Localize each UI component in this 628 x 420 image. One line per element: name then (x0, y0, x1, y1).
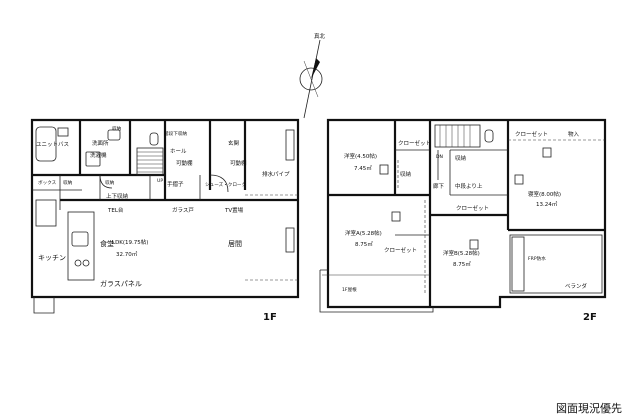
fridge (35, 199, 57, 227)
room-label-corridor: 廊下 (433, 182, 445, 190)
room-label-western-a-m2: 8.75㎡ (355, 240, 373, 248)
lower-roof-outline (319, 269, 434, 313)
room-label-loft: 物入 (568, 130, 580, 138)
room-label-under-stair: 階段下収納 (164, 130, 187, 137)
room-label-storage: 収納 (112, 125, 122, 132)
room-label-balcony-note: FRP防水 (528, 255, 546, 262)
balcony-drain (511, 236, 525, 292)
bathtub (35, 126, 57, 162)
north-arrow-icon (311, 58, 320, 79)
room-label-laundry: 洗濯機 (90, 151, 107, 159)
room-label-lower-roof: 1F屋根 (342, 286, 357, 293)
room-label-shoes: シューズ・クローク (205, 181, 246, 188)
room-label-closet: クローゼット (456, 204, 489, 212)
stove-burner (74, 259, 82, 267)
room-label-ldk-m2: 32.70㎡ (116, 250, 138, 258)
wash-basin (107, 129, 121, 141)
room-label-closet: クローゼット (398, 139, 431, 147)
room-label-living: 居間 (228, 240, 242, 248)
sliding-window (285, 227, 295, 253)
stair-up-label: UP (157, 178, 163, 184)
s-box-icon (514, 174, 524, 185)
room-label-hall: ホール (170, 148, 187, 155)
s-box-icon (542, 147, 552, 158)
room-label-western-c: 洋室(4.50帖) (344, 152, 377, 160)
room-label-master: 寝室(8.00帖) (528, 190, 561, 198)
room-label-storage: 収納 (455, 154, 467, 162)
second-floor-plan: 洋室(4.50帖) 7.45㎡ クローゼット クローゼット クローゼット クロー… (319, 118, 607, 323)
room-label-western-b-m2: 8.75㎡ (453, 260, 471, 268)
room-label-tv-board: TV置場 (224, 206, 244, 214)
room-label-storage: 収納 (400, 170, 412, 178)
s-box-icon (469, 239, 479, 250)
room-label-upper-storage: 上下収納 (106, 192, 129, 200)
room-label-movable-shelf: 可動棚 (230, 159, 247, 167)
stove-burner (82, 259, 90, 267)
room-label-closet: クローゼット (384, 246, 417, 254)
entry-step (33, 297, 55, 314)
compass-needle (303, 39, 321, 119)
toilet (484, 129, 494, 143)
room-label-washroom: 洗面所 (92, 139, 109, 147)
room-label-western-b: 洋室B(5.28帖) (443, 249, 480, 257)
room-label-balcony: ベランダ (565, 282, 588, 290)
room-label-kitchen: キッチン (38, 254, 66, 262)
room-label-entrance: 玄関 (228, 139, 240, 147)
second-floor-outer-wall (326, 118, 607, 309)
room-label-storage: 収納 (63, 179, 73, 186)
compass: 真北 (299, 32, 326, 119)
sliding-window (285, 129, 295, 161)
room-label-dining: 食堂 (100, 239, 114, 248)
room-label-western-c-m2: 7.45㎡ (354, 164, 372, 172)
s-box-icon (391, 211, 401, 222)
room-label-pantry: ボックス (38, 179, 57, 186)
kitchen-sink (71, 231, 89, 247)
room-label-glass-door: ガラス戸 (172, 206, 194, 214)
room-label-closet: クローゼット (515, 130, 548, 138)
compass-cross (303, 60, 319, 98)
compass-circle (299, 67, 323, 91)
room-label-handrail: 手摺子 (167, 180, 184, 188)
shower (57, 127, 69, 137)
compass-label: 真北 (314, 32, 326, 40)
floor-label-1f: 1F (263, 312, 277, 323)
footer-caption: 図面現況優先 (556, 402, 622, 415)
s-box-icon (379, 164, 389, 175)
stairs-1f (136, 147, 164, 200)
stair-down-label: DN (436, 154, 443, 160)
room-label-ldk-area: LDK(19.75帖) (112, 238, 148, 246)
door-swing (99, 174, 113, 189)
washing-machine (85, 151, 101, 167)
room-label-movable-shelf: 可動棚 (176, 159, 193, 167)
room-label-storage: 収納 (105, 179, 115, 186)
first-floor-plan: ユニットバス 洗面所 洗濯機 ホール 階段下収納 玄関 可動棚 可動棚 収納 収… (30, 118, 300, 323)
balcony-area (509, 234, 603, 294)
floor-label-2f: 2F (583, 312, 597, 323)
room-label-western-a: 洋室A(5.28帖) (345, 229, 382, 237)
room-label-drain-pipe: 排水パイプ (262, 170, 290, 178)
toilet (149, 132, 159, 146)
stairs-2f (434, 124, 481, 180)
room-label-tel-stand: TEL台 (107, 206, 124, 214)
room-label-corridor-top: 中段より上 (455, 182, 483, 190)
room-label-unit-bath: ユニットバス (36, 141, 69, 148)
door-swing (209, 174, 229, 193)
room-label-master-m2: 13.24㎡ (536, 200, 558, 208)
room-label-glass-panel: ガラスパネル (100, 279, 142, 288)
